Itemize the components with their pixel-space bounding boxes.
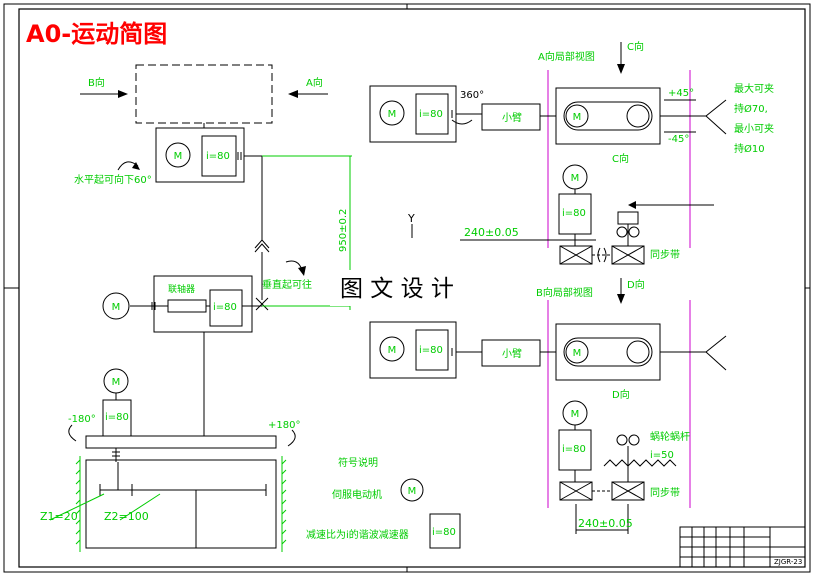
svg-text:持Ø70,: 持Ø70,	[734, 102, 768, 115]
watermark: 图 文 设 计	[340, 276, 454, 302]
reducer-box	[201, 135, 237, 177]
drawing-code: ZJGR-23	[774, 558, 802, 566]
legend-title: 符号说明	[338, 456, 378, 469]
d-direction-label: D向	[627, 278, 645, 291]
a-arrow-head	[288, 90, 298, 98]
turntable-plate	[85, 435, 277, 449]
svg-text:小臂: 小臂	[502, 111, 522, 124]
svg-text:M: M	[388, 345, 397, 356]
a-local-view-label: A向局部视图	[538, 50, 595, 63]
svg-text:持Ø10: 持Ø10	[734, 142, 765, 155]
svg-text:M: M	[112, 377, 121, 388]
svg-text:C向: C向	[612, 152, 629, 165]
deg-360-label: 360°	[460, 90, 484, 101]
svg-text:M: M	[573, 112, 582, 123]
svg-text:M: M	[573, 348, 582, 359]
gripper-housing-c	[555, 87, 661, 145]
vertical-rotation-note: 垂直起可往	[262, 278, 312, 291]
legend-motor-symbol	[400, 478, 424, 502]
svg-text:i=80: i=80	[562, 208, 586, 219]
c-direction-label: C向	[627, 40, 644, 53]
svg-text:D向: D向	[612, 388, 630, 401]
arm-drive-box-b	[369, 321, 457, 379]
horizontal-rotation-note: 水平起可向下60°	[74, 173, 152, 186]
ratio-50-label: i=50	[650, 450, 674, 461]
svg-text:i=80: i=80	[105, 412, 129, 423]
a-direction-label: A向	[306, 76, 323, 89]
axis-y-label: Y	[407, 212, 415, 225]
page-title: A0-运动简图	[26, 20, 167, 48]
b-local-view-label: B向局部视图	[536, 286, 593, 299]
b-arrow-head	[118, 90, 128, 98]
svg-text:i=80: i=80	[562, 444, 586, 455]
dim-240-bottom: 240±0.05	[578, 517, 633, 530]
worm-thread	[603, 459, 677, 467]
svg-text:i=80: i=80	[419, 345, 443, 356]
wrist-joint-box	[155, 127, 245, 183]
svg-text:M: M	[571, 173, 580, 184]
plus-180-label: +180°	[268, 420, 300, 431]
svg-text:M: M	[112, 302, 121, 313]
shoulder-pivot	[255, 297, 269, 311]
svg-text:i=80: i=80	[432, 527, 456, 538]
plus-45-label: +45°	[668, 88, 694, 99]
shoulder-joint-box	[153, 275, 253, 333]
small-arm-box-b	[481, 339, 541, 367]
shoulder-reducer-ratio: i=80	[213, 302, 237, 313]
legend-servo-text: 伺服电动机	[332, 488, 382, 501]
shoulder-reducer-box	[209, 289, 243, 327]
motor-symbol	[165, 142, 191, 168]
small-arm-box-a	[481, 103, 541, 131]
gripper-housing-d	[555, 323, 661, 381]
dim-240-top: 240±0.05	[464, 226, 519, 239]
z1-label: Z1=20	[40, 510, 78, 523]
minus-45-label: -45°	[668, 134, 689, 145]
motor-label: M	[174, 151, 183, 162]
legend-reducer-text: 减速比为i的谐波减速器	[306, 528, 409, 541]
sync-belt-top-label: 同步带	[650, 249, 680, 261]
svg-text:最小可夹: 最小可夹	[734, 122, 774, 135]
base-housing	[85, 459, 277, 549]
svg-text:小臂: 小臂	[502, 347, 522, 360]
gripper-dashed-box	[135, 64, 273, 124]
minus-180-label: -180°	[68, 414, 96, 425]
legend-reducer-symbol	[429, 513, 461, 549]
svg-text:M: M	[408, 486, 417, 497]
svg-text:i=80: i=80	[419, 109, 443, 120]
title-block	[679, 526, 806, 568]
dim-950-label: 950±0.2	[338, 209, 349, 252]
svg-text:M: M	[388, 109, 397, 120]
reducer-ratio: i=80	[206, 151, 230, 162]
sync-belt-bottom-label: 同步带	[650, 487, 680, 499]
svg-text:最大可夹: 最大可夹	[734, 82, 774, 95]
svg-text:M: M	[571, 409, 580, 420]
b-direction-label: B向	[88, 76, 105, 89]
shoulder-motor	[102, 292, 130, 320]
coupling-box	[167, 299, 207, 313]
z2-label: Z2=100	[104, 510, 149, 523]
worm-gear-label: 蜗轮蜗杆	[650, 430, 690, 443]
coupling-label: 联轴器	[168, 283, 195, 295]
base-hatching	[75, 456, 287, 552]
